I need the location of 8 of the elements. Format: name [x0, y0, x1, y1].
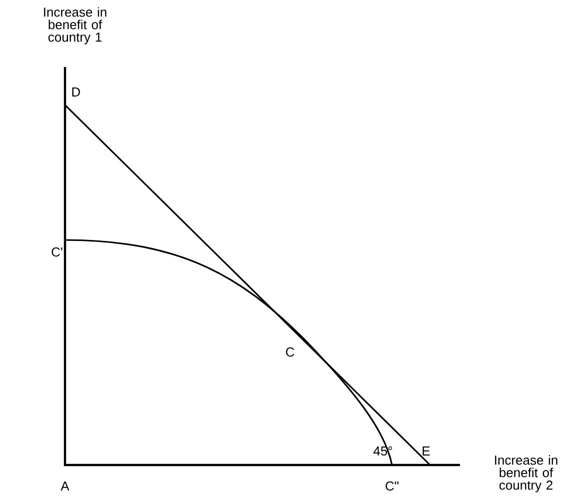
axis-title: Increase in benefit of country 1 — [44, 7, 106, 44]
point-label: A — [60, 482, 70, 490]
point-label: C" — [386, 481, 398, 491]
point-label: C' — [52, 247, 62, 257]
point-label: C — [286, 347, 294, 357]
axis-title: Increase in benefit of country 2 — [495, 455, 558, 492]
point-label: E — [422, 446, 430, 456]
point-label: D — [72, 88, 80, 96]
